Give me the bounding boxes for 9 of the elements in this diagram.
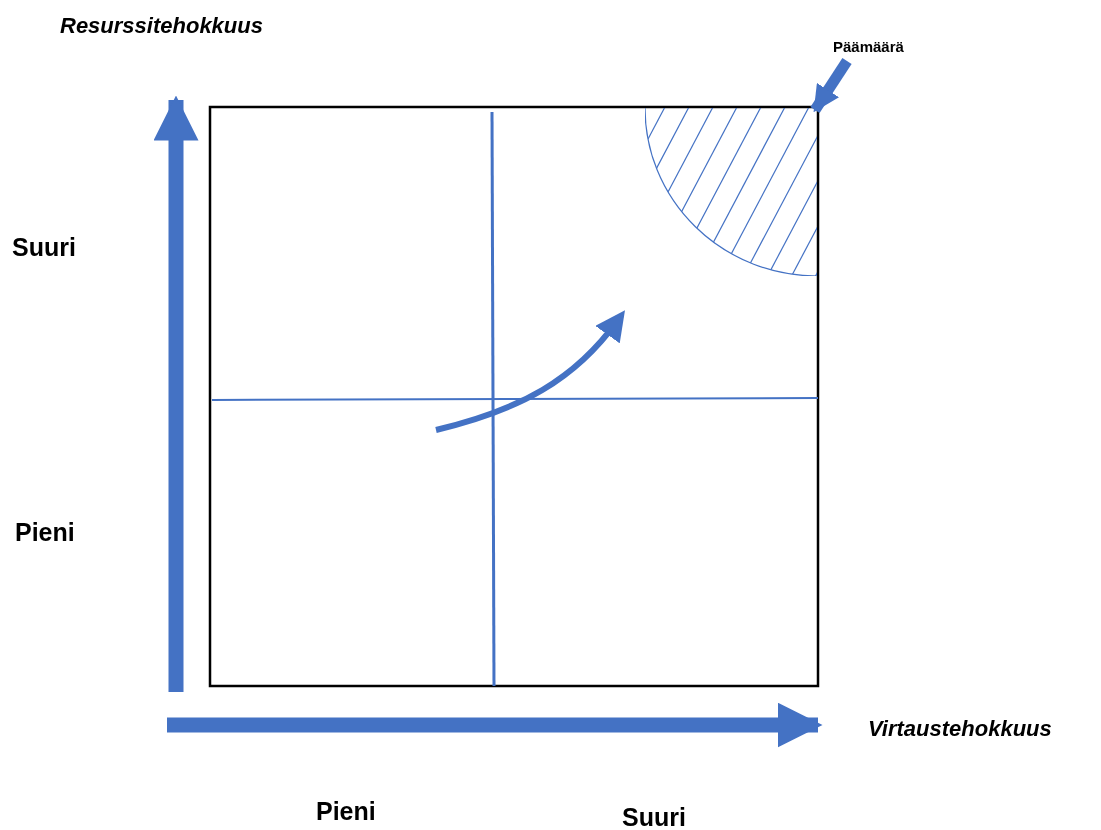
arrow — [810, 58, 852, 113]
axis-title: Resurssitehokkuus — [60, 13, 263, 39]
axis-level-label: Pieni — [15, 518, 75, 547]
axis-level-label: Suuri — [622, 803, 686, 830]
target-label: Päämäärä — [833, 38, 943, 60]
hatched-region — [645, 108, 817, 276]
axis-title: Virtaustehokkuus — [868, 716, 1052, 742]
axis-level-label: Pieni — [316, 797, 376, 826]
axis-level-label: Suuri — [12, 233, 76, 262]
